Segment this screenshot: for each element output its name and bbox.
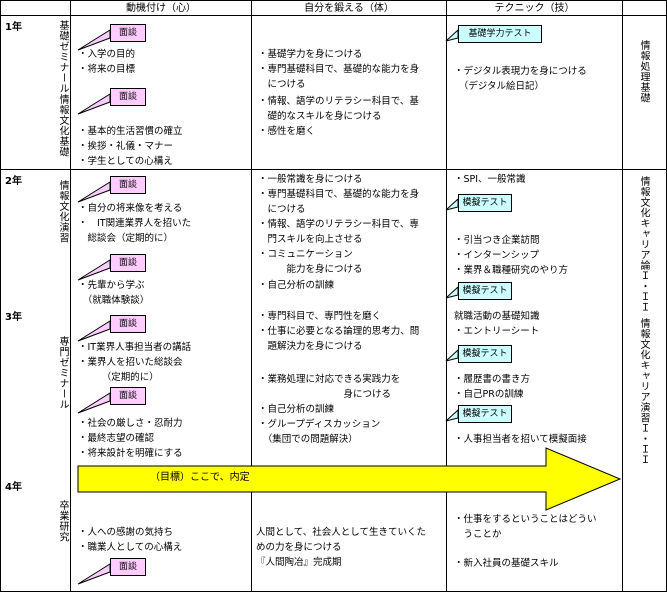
training-y2-6: ・コミュニケーション xyxy=(258,249,353,260)
training-y1-1: ・基礎学力を身につける xyxy=(258,49,363,60)
motivation-y3a-2: ・業界人を招いた総談会 xyxy=(78,357,183,368)
year-label: 4年 xyxy=(5,482,22,493)
interview-callout: 面談 xyxy=(77,558,146,585)
training-y3c-2: ・グループディスカッション xyxy=(258,419,381,430)
basic-test-callout: 基礎学力テスト xyxy=(445,25,542,43)
motivation-y3b-2: ・最終志望の確認 xyxy=(78,433,155,444)
technique-y2b-3: ・業界＆職種研究のやり方 xyxy=(454,265,569,276)
course-label: 情報文化キャリア論Ｉ・ＩＩ xyxy=(638,176,649,313)
technique-y2b-2: ・インターンシップ xyxy=(454,250,540,261)
training-y2-7: 能力を身につける xyxy=(258,264,363,275)
grid-hline xyxy=(0,15,667,16)
motivation-y2a-2: ・ IT関連業界人を招いた xyxy=(78,218,192,229)
course-label: 専門ゼミナール xyxy=(57,336,68,410)
technique-y3a-2: ・エントリーシート xyxy=(454,326,540,337)
interview-callout: 面談 xyxy=(77,88,146,115)
training-y3b-1: ・業務処理に対応できる実践力を xyxy=(258,374,401,385)
motivation-y1b-3: ・学生としての心構え xyxy=(78,156,173,167)
technique-y4b-1: ・新入社員の基礎スキル xyxy=(454,558,559,569)
motivation-y3b-1: ・社会の厳しさ・忍耐力 xyxy=(78,418,183,429)
training-y1-6: ・感性を磨く xyxy=(258,126,316,137)
grid-vline xyxy=(446,0,447,592)
interview-callout: 面談 xyxy=(77,24,146,51)
motivation-y3a-1: ・IT業界人事担当者の講話 xyxy=(78,342,192,353)
technique-y4a-2: うことか xyxy=(454,529,502,540)
course-label: 基礎ゼミナール xyxy=(57,20,68,94)
header-technique: テクニック（技） xyxy=(494,3,575,14)
training-y3a-2: ・仕事に必要となる論理的思考力、問 xyxy=(258,326,420,337)
motivation-y2a-3: 総談会（定期的に） xyxy=(78,233,174,244)
training-y2-1: ・一般常識を身につける xyxy=(258,174,363,185)
course-label: 情報処理基礎 xyxy=(638,40,649,103)
training-y3b-2: 身につける xyxy=(258,389,392,400)
mock-test-callout: 模擬テスト xyxy=(445,282,512,300)
grid-hline xyxy=(0,169,667,170)
training-y4-2: めの力を身につける xyxy=(256,542,342,553)
grid-vline xyxy=(70,0,71,592)
technique-y3c-1: ・人事担当者を招いて模擬面接 xyxy=(454,434,587,445)
training-y1-4: ・情報、語学のリテラシー科目で、基 xyxy=(258,96,419,107)
motivation-y3a-3: （定期的に） xyxy=(78,372,159,383)
training-y2-3: につける xyxy=(258,204,306,215)
motivation-y1b-1: ・基本的生活習慣の確立 xyxy=(78,126,183,137)
year-label: 1年 xyxy=(5,22,22,33)
motivation-y1a-2: ・将来の目標 xyxy=(78,64,136,75)
technique-y3a-1: 就職活動の基礎知識 xyxy=(454,311,540,322)
motivation-y2b-1: ・先輩から学ぶ xyxy=(78,280,145,291)
year-label: 2年 xyxy=(5,176,22,187)
motivation-y4-2: ・職業人としての心構え xyxy=(78,542,183,553)
training-y4-1: 人間として、社会人として生きていくた xyxy=(256,527,426,538)
grid-hline xyxy=(0,0,667,1)
training-y1-3: につける xyxy=(258,79,306,90)
mock-test-callout: 模擬テスト xyxy=(445,345,512,363)
motivation-y1a-1: ・入学の目的 xyxy=(78,49,136,60)
course-label: 卒業研究 xyxy=(57,500,68,542)
training-y2-4: ・情報、語学のリテラシー科目で、専 xyxy=(258,219,419,230)
training-y3a-1: ・専門科目で、専門性を磨く xyxy=(258,311,382,322)
technique-y4a-1: ・仕事をするということはどうい xyxy=(454,514,597,525)
header-motivation: 動機付け（心） xyxy=(126,3,196,14)
header-training: 自分を鍛える（体） xyxy=(304,3,394,14)
interview-callout: 面談 xyxy=(77,387,146,414)
year-label: 3年 xyxy=(5,312,22,323)
grid-vline xyxy=(622,0,623,592)
motivation-y1b-2: ・挨拶・礼儀・マナー xyxy=(78,141,174,152)
training-y3c-1: ・自己分析の訓練 xyxy=(258,404,335,415)
grid-vline xyxy=(251,0,252,592)
training-y4-3: 『人間陶冶』完成期 xyxy=(256,557,342,568)
technique-y3b-2: ・自己PRの訓練 xyxy=(454,389,524,400)
course-label: 情報文化基礎 xyxy=(57,94,68,157)
technique-y2a-1: ・SPI、一般常識 xyxy=(454,174,526,185)
interview-callout: 面談 xyxy=(77,176,146,203)
training-y2-8: ・自己分析の訓練 xyxy=(258,280,335,291)
interview-callout: 面談 xyxy=(77,315,146,342)
training-y2-2: ・専門基礎科目で、基礎的な能力を身 xyxy=(258,189,420,200)
technique-y2b-1: ・引当つき企業訪問 xyxy=(454,235,540,246)
interview-callout: 面談 xyxy=(77,254,146,281)
course-label: 情報文化演習 xyxy=(57,180,68,243)
mock-test-callout: 模擬テスト xyxy=(445,405,512,423)
goal-arrow-label: （目標）ここで、内定 xyxy=(150,472,250,483)
technique-y3b-1: ・履歴書の書き方 xyxy=(454,374,531,385)
training-y1-5: 礎的なスキルを身につける xyxy=(258,111,382,122)
training-y2-5: 門スキルを向上させる xyxy=(258,234,363,245)
training-y3c-3: （集団での問題解決） xyxy=(258,434,358,445)
technique-y1-1: ・デジタル表現力を身につける xyxy=(454,66,587,77)
motivation-y4-1: ・人への感謝の気持ち xyxy=(78,527,174,538)
mock-test-callout: 模擬テスト xyxy=(445,194,512,212)
motivation-y3b-3: ・将来設計を明確にする xyxy=(78,448,183,459)
training-y1-2: ・専門基礎科目で、基礎的な能力を身 xyxy=(258,64,420,75)
course-label: 情報文化キャリア演習Ｉ・ＩＩ xyxy=(638,318,649,465)
grid-vline xyxy=(0,0,1,592)
motivation-y2b-2: （就職体験談） xyxy=(78,295,150,306)
motivation-y2a-1: ・自分の将来像を考える xyxy=(78,203,183,214)
technique-y1-2: （デジタル絵日記） xyxy=(454,81,545,92)
training-y3a-3: 題解決力を身につける xyxy=(258,341,363,352)
